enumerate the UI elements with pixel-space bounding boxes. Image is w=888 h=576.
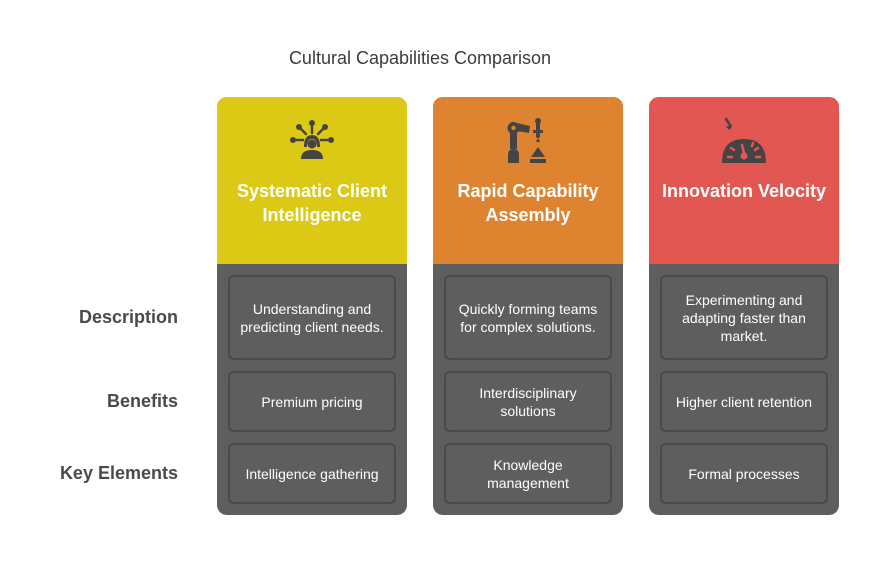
column-title: Systematic Client Intelligence — [236, 181, 388, 225]
column-title: Rapid Capability Assembly — [457, 181, 599, 225]
column-title: Innovation Velocity — [661, 181, 827, 201]
column-header: Systematic Client Intelligence — [217, 97, 407, 264]
row-label-benefits: Benefits — [106, 391, 178, 411]
column-header: Innovation Velocity — [649, 97, 839, 264]
cell-description: Understanding and predicting client need… — [228, 275, 396, 360]
cell-benefits: Higher client retention — [660, 371, 828, 432]
row-label-key-elements: Key Elements — [59, 463, 178, 483]
cell-description: Quickly forming teams for complex soluti… — [444, 275, 612, 360]
column-header: Rapid Capability Assembly — [433, 97, 623, 264]
robotic-arm-icon — [507, 118, 546, 163]
cell-key-elements: Formal processes — [660, 443, 828, 504]
speedometer-icon — [722, 117, 766, 163]
client-intelligence-icon — [290, 120, 334, 159]
cell-key-elements: Intelligence gathering — [228, 443, 396, 504]
cell-benefits: Premium pricing — [228, 371, 396, 432]
column-innovation-velocity: Innovation Velocity Experimenting and ad… — [649, 97, 839, 515]
column-rapid-capability-assembly: Rapid Capability Assembly Quickly formin… — [433, 97, 623, 515]
column-systematic-client-intelligence: Systematic Client Intelligence Understan… — [217, 97, 407, 515]
diagram-title: Cultural Capabilities Comparison — [288, 48, 552, 68]
cell-benefits: Interdisciplinary solutions — [444, 371, 612, 432]
cell-description: Experimenting and adapting faster than m… — [660, 275, 828, 360]
row-label-description: Description — [78, 307, 178, 327]
cell-key-elements: Knowledge management — [444, 443, 612, 504]
